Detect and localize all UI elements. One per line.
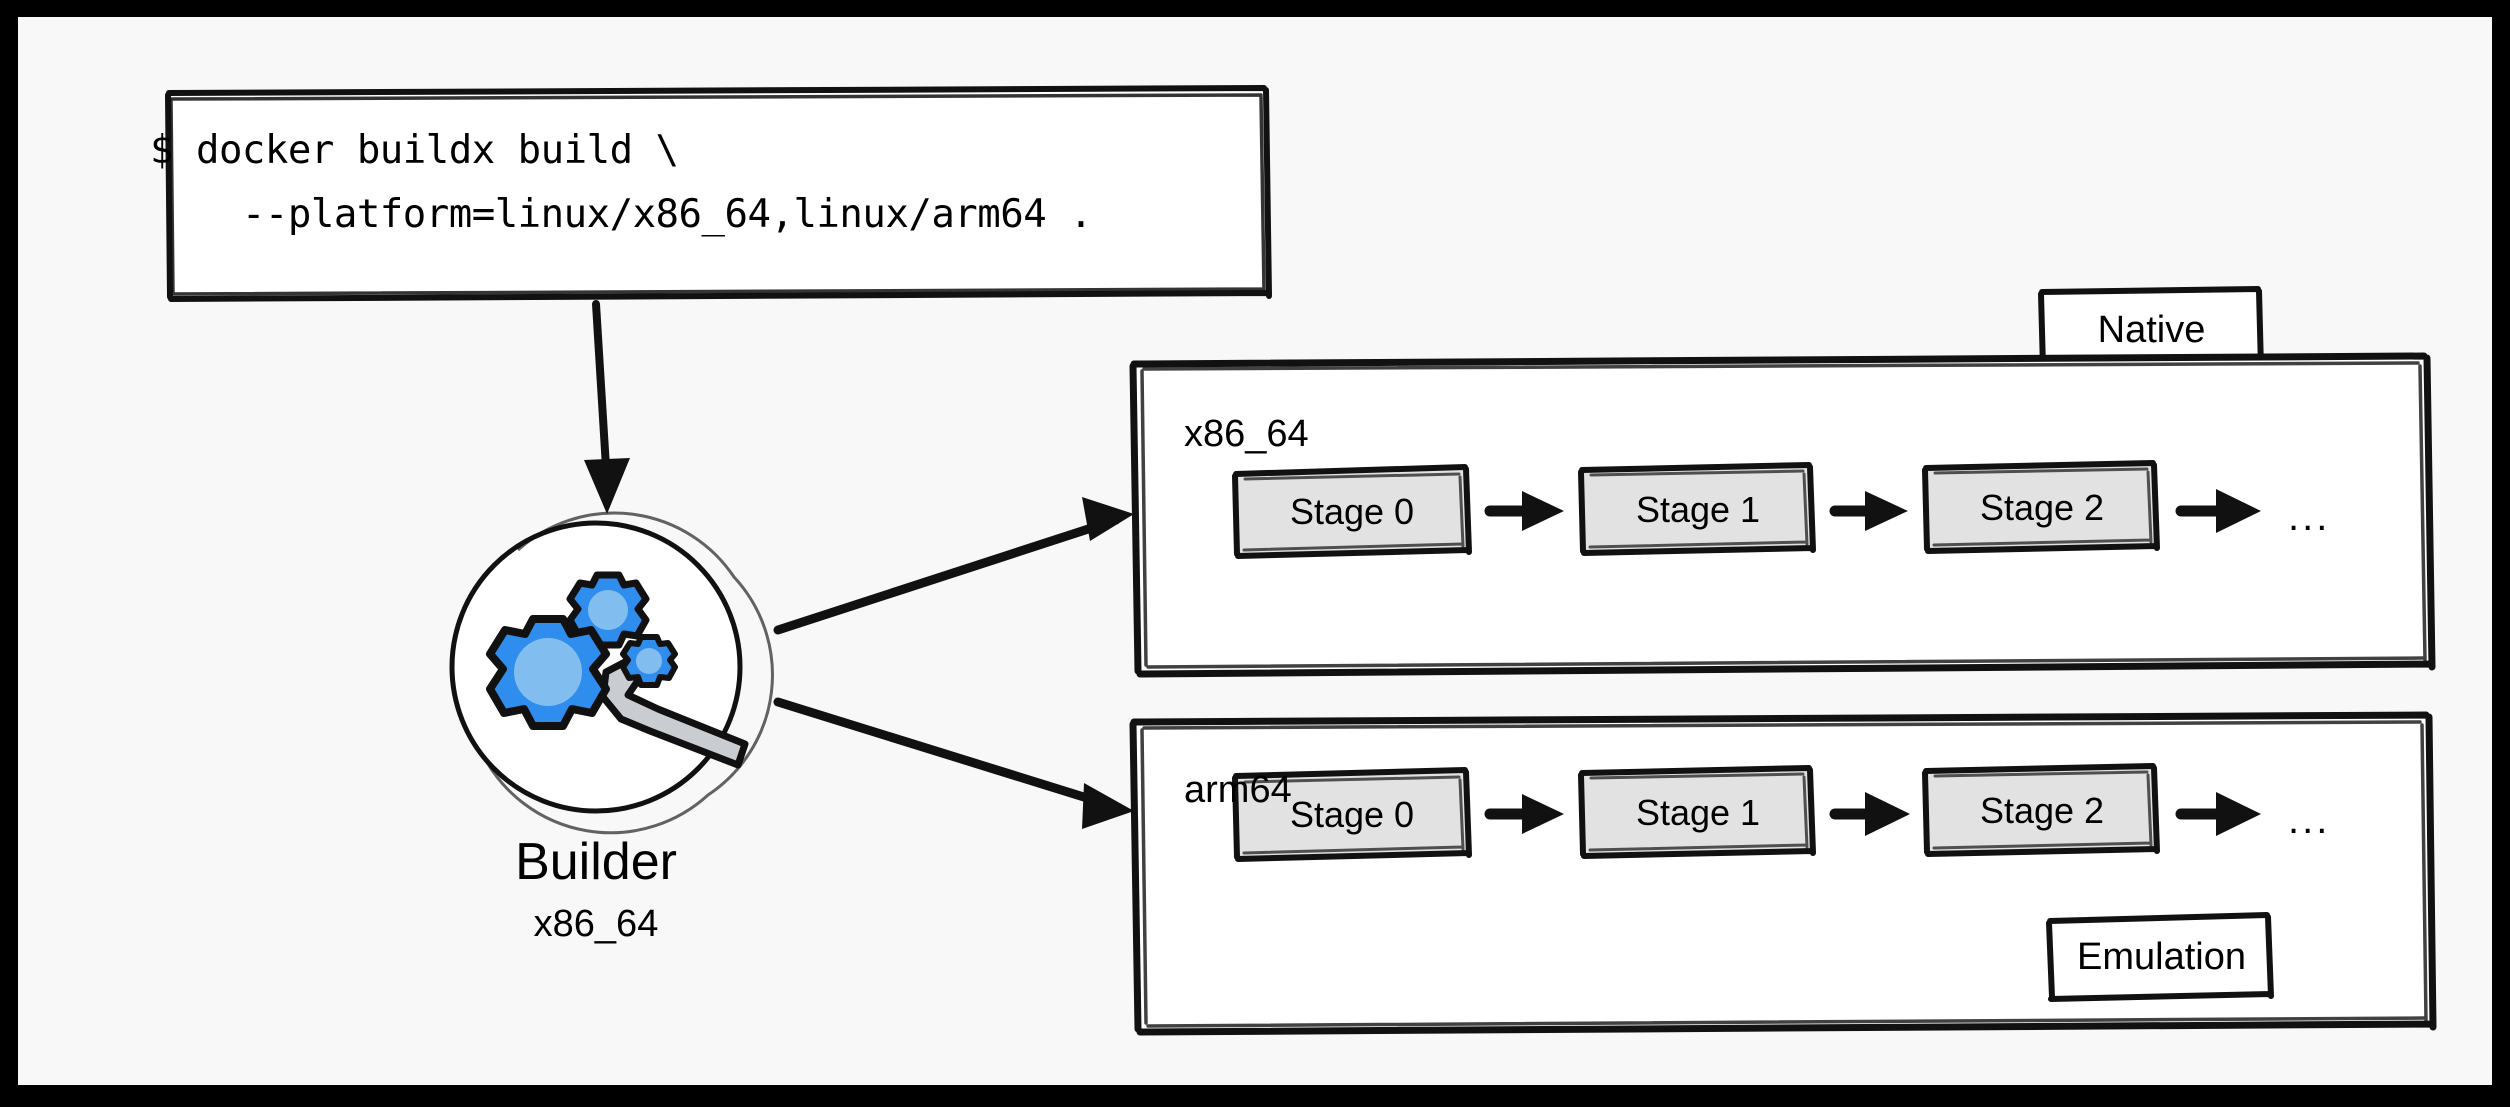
arm64-arrow-0-1 [1484,794,1564,834]
native-tab[interactable] [2042,289,2261,369]
command-line-1: $ docker buildx build \ [150,128,679,173]
diagram-page: $ docker buildx build \ --platform=linux… [18,17,2492,1085]
arm64-arrow-1-2 [1829,792,1910,836]
arrow-builder-to-arm64 [773,697,1134,829]
arm64-stage-0[interactable] [1236,772,1469,859]
command-box[interactable] [168,87,1273,302]
x86_64-stage-1[interactable] [1582,467,1813,554]
arrow-command-to-builder [584,300,630,514]
arm64-stage-2-label: Stage 2 [1979,790,2105,831]
builder-node[interactable] [452,523,742,813]
arm64-platform-label: arm64 [1184,769,1292,811]
builder-subtitle: x86_64 [533,903,659,945]
emulation-tab[interactable] [2049,915,2271,998]
arm64-stage-ellipsis: ... [2288,798,2331,842]
x86_64-stage-0-label: Stage 0 [1289,491,1415,532]
x86_64-stage-ellipsis: ... [2288,495,2331,539]
x86_64-platform-label: x86_64 [1184,413,1309,455]
x86_64-arrow-1-2 [1829,491,1908,531]
native-tab-label: Native [2097,309,2206,351]
builder-title: Builder [515,833,677,891]
arm64-arrow-2-end [2175,792,2261,836]
arm64-stage-1-label: Stage 1 [1635,792,1761,833]
arm64-stage-1[interactable] [1582,770,1813,857]
arrow-builder-to-x86_64 [773,497,1134,635]
x86_64-arrow-0-1 [1484,491,1564,531]
x86_64-stage-2[interactable] [1926,465,2157,552]
arm64-stage-2[interactable] [1926,768,2157,855]
x86_64-stage-2-label: Stage 2 [1979,487,2105,528]
command-line-2: --platform=linux/x86_64,linux/arm64 . [150,192,1093,237]
emulation-tab-label: Emulation [2077,936,2246,978]
x86_64-arrow-2-end [2175,489,2261,533]
arm64-stage-0-label: Stage 0 [1289,794,1415,835]
x86_64-stage-0[interactable] [1236,469,1469,556]
x86_64-stage-1-label: Stage 1 [1635,489,1761,530]
